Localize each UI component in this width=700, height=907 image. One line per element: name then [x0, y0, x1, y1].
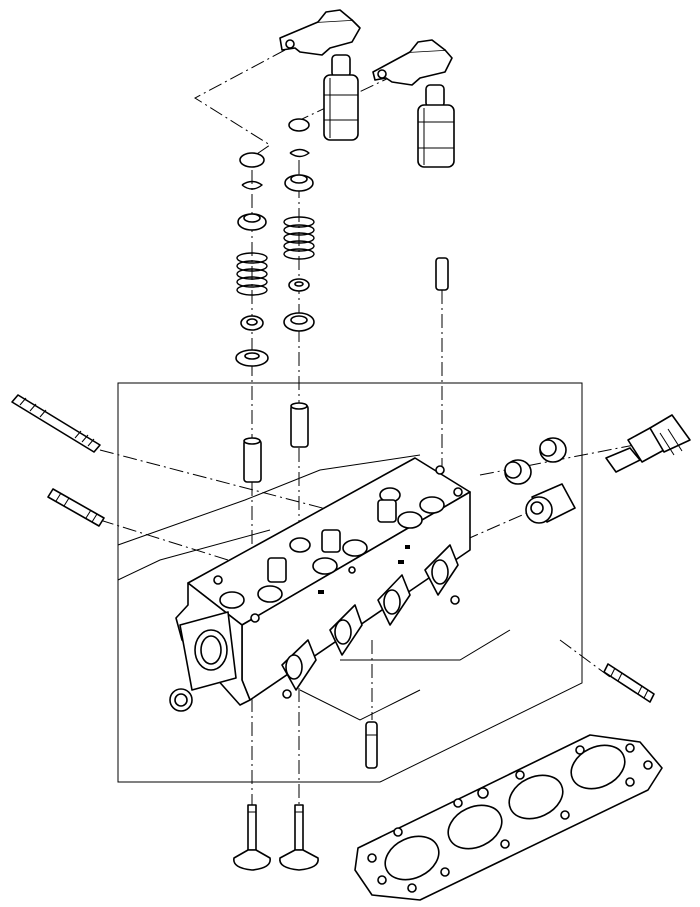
- core-plug-top-right: [539, 437, 567, 463]
- valve-left: [233, 804, 271, 871]
- hydraulic-lifter-left: [323, 54, 359, 141]
- cylinder-head: [175, 457, 471, 706]
- rocker-arm-right: [372, 39, 453, 86]
- spring-retainer-left: [237, 213, 267, 231]
- spring-retainer-right: [284, 174, 314, 192]
- valve-guide-left: [243, 437, 262, 483]
- valve-spring-right: [283, 216, 315, 260]
- core-plug-middle-right: [504, 459, 532, 485]
- valve-spring-left: [236, 252, 268, 296]
- valve-stack-right: [283, 118, 315, 332]
- dowel-pin-bottom: [365, 721, 378, 769]
- valve-right: [279, 804, 319, 871]
- head-stud-middle-left: [47, 488, 105, 527]
- center-lines: [99, 49, 661, 835]
- assembly-boundary: [117, 382, 583, 783]
- valve-guide-right: [290, 402, 309, 448]
- valve-key-right: [288, 118, 310, 132]
- valve-stem-seal-right: [288, 278, 310, 292]
- sleeve-right: [525, 483, 576, 524]
- dowel-pin-top: [435, 257, 449, 291]
- head-stud-upper-left: [11, 394, 101, 453]
- temperature-sender: [605, 414, 691, 473]
- head-stud-right: [603, 663, 655, 703]
- rocker-arm-left: [279, 9, 361, 56]
- valve-key-left: [239, 152, 265, 168]
- head-gasket: [354, 734, 663, 901]
- spring-seat-left: [235, 349, 269, 367]
- valve-stack-left: [235, 152, 269, 367]
- spring-seat-right: [283, 312, 315, 332]
- hydraulic-lifter-right: [417, 84, 455, 168]
- valve-stem-seal-left: [240, 315, 264, 331]
- core-plug-left: [169, 688, 193, 712]
